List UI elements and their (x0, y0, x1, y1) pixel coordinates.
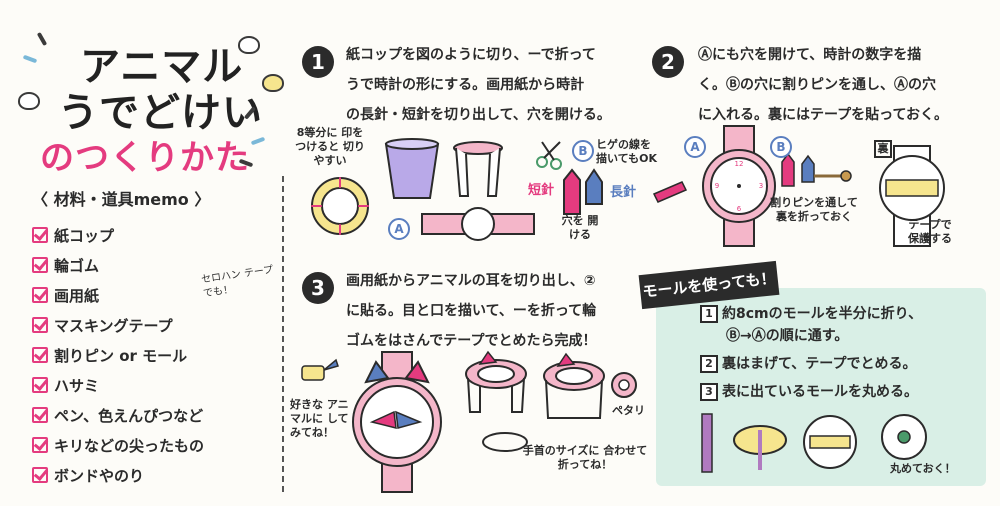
pencil-icon (652, 181, 688, 203)
split-pin-icon (814, 170, 852, 182)
bunny-mascot-icon (18, 92, 40, 110)
mark-note: 8等分に 印をつけると 切りやすい (295, 126, 365, 167)
animal-watch-illustration (352, 351, 442, 493)
short-hand-label: 短針 (528, 183, 555, 198)
back-label: 裏 (874, 140, 892, 158)
round-note: 丸めておく！ (890, 462, 956, 475)
materials-memo: 〈 材料・道具memo 〉 紙コップ 輪ゴム 画用紙 マスキングテープ 割りピン… (32, 186, 274, 490)
memo-item: マスキングテープ (32, 310, 272, 340)
pipe-cleaner-back-illustration (803, 415, 857, 469)
label-b: B (572, 140, 594, 162)
label-a: A (388, 218, 410, 240)
memo-item: 紙コップ (32, 220, 272, 250)
svg-text:12: 12 (735, 160, 744, 168)
memo-item: ボンドやのり (32, 460, 272, 490)
svg-text:3: 3 (759, 182, 763, 190)
step-1-text: 紙コップを図のように切り、ーで折って うで時計の形にする。画用紙から時計 の長針… (346, 47, 611, 123)
checkbox-icon (32, 317, 48, 333)
animal-note: 好きな アニマルに してみてね！ (290, 398, 349, 439)
step-2-text: Ⓐにも穴を開けて、時計の数字を描 く。Ⓑの穴に割りピンを通し、Ⓐの穴 に入れる。… (698, 47, 949, 123)
title-line-3: のつくりかた (40, 138, 250, 178)
clock-hands-illustration (563, 168, 603, 215)
tape-protect-note: テープで 保護する (908, 218, 952, 245)
rubber-band-icon (482, 432, 528, 452)
checkbox-icon (32, 347, 48, 363)
checkbox-icon (32, 287, 48, 303)
mall-item-1b: Ⓑ→Ⓐの順に通す。 (726, 328, 849, 344)
paper-cup-illustration (384, 138, 440, 199)
sparkle-mark (22, 54, 38, 64)
sparkle-mark (36, 31, 48, 47)
title-block: アニマル うでどけい のつくりかた (20, 18, 270, 178)
title-line-1: アニマル (80, 44, 244, 90)
checkbox-icon (32, 407, 48, 423)
tape-roll-icon (611, 372, 637, 398)
memo-item: ハサミ (32, 370, 272, 400)
cut-cup-illustration (453, 141, 503, 197)
memo-item: 画用紙 (32, 280, 272, 310)
memo-item: 輪ゴム (32, 250, 272, 280)
long-hand-label: 長針 (610, 185, 637, 200)
pin-note: 割りピンを通して 裏を折っておく (770, 196, 858, 223)
cat-mascot-icon (262, 74, 284, 92)
memo-heading: 〈 材料・道具memo 〉 (32, 190, 211, 209)
step-2-number: 2 (652, 46, 684, 78)
assembly-step-illustration (465, 350, 527, 413)
step-1-number: 1 (302, 46, 334, 78)
clock-face-illustration: 12 3 6 9 (702, 125, 776, 247)
pipe-cleaner-step-illustration (701, 413, 787, 473)
svg-text:9: 9 (715, 182, 719, 190)
step-3-text: 画用紙からアニマルの耳を切り出し、② に貼る。目と口を描いて、ーを折って輪 ゴム… (346, 273, 597, 349)
checkbox-icon (32, 257, 48, 273)
section-divider (282, 176, 284, 492)
checkbox-icon (32, 437, 48, 453)
label-a: A (684, 136, 706, 158)
wrist-note: 手首のサイズに 合わせて折ってね！ (522, 444, 648, 471)
title-line-2: うでどけい (58, 90, 263, 136)
line-note: ヒゲの線を 描いてもOK (596, 138, 657, 165)
cut-circle-illustration (311, 177, 369, 235)
memo-item: 割りピン or モール (32, 340, 272, 370)
checkbox-icon (32, 227, 48, 243)
checkbox-icon (32, 377, 48, 393)
bear-mascot-icon (238, 36, 260, 54)
peta-label: ペタリ (612, 404, 645, 417)
sparkle-mark (250, 136, 266, 146)
glue-icon (301, 358, 339, 381)
checkbox-icon (32, 467, 48, 483)
memo-item: キリなどの尖ったもの (32, 430, 272, 460)
scissors-icon (536, 141, 562, 170)
step-3-number: 3 (302, 272, 334, 304)
label-b: B (770, 136, 792, 158)
watch-band-illustration (421, 207, 535, 241)
svg-text:6: 6 (737, 205, 742, 213)
hole-note: 穴を 開ける (561, 214, 599, 241)
clock-back-illustration (879, 145, 945, 247)
pipe-cleaner-front-illustration (881, 414, 927, 460)
memo-item: ペン、色えんぴつなど (32, 400, 272, 430)
finished-watch-illustration (543, 352, 605, 419)
